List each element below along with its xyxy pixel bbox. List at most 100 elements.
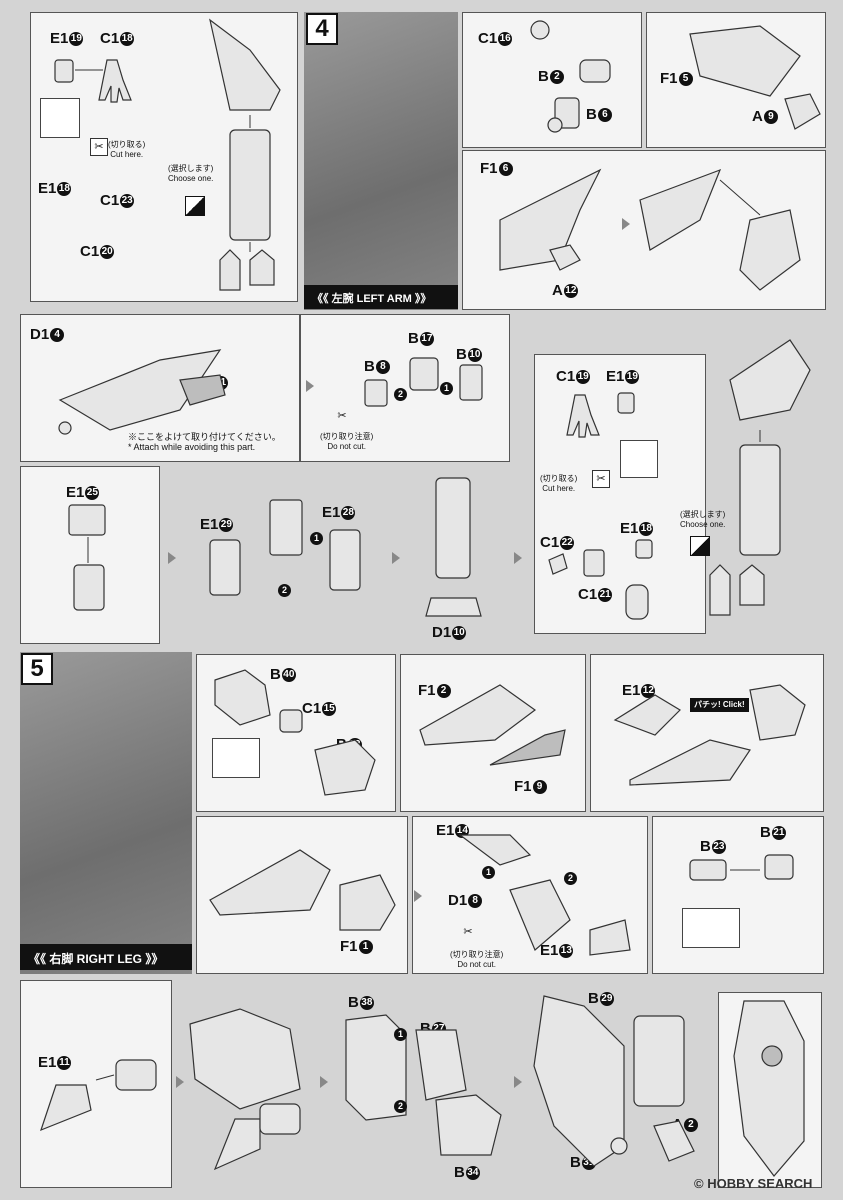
forearm-armor-drawing — [499, 168, 801, 291]
step-arrow — [306, 380, 314, 392]
sequence-number: 2 — [278, 584, 291, 597]
shoulder-armor-drawing — [58, 349, 226, 435]
upper-arm-assembled-drawing — [425, 477, 482, 617]
step-arrow — [176, 1076, 184, 1088]
hand-part-drawing — [54, 59, 132, 103]
step-arrow — [622, 218, 630, 230]
knee-parts-drawing — [214, 669, 376, 796]
cut-note: (切り取る)Cut here. — [540, 474, 578, 493]
sequence-number: 2 — [564, 872, 577, 885]
hand-part-drawing — [548, 539, 653, 620]
attach-note: ※ここをよけて取り付けてください。* Attach while avoiding… — [128, 432, 281, 452]
foot-assembly-drawing — [189, 1008, 301, 1171]
step-arrow — [514, 552, 522, 564]
arm-assembly-drawing — [209, 18, 281, 291]
scissors-icon: ✂ — [337, 410, 347, 422]
elbow-parts-drawing — [364, 357, 483, 407]
panel-ankle — [652, 816, 824, 974]
lower-leg-armor-drawing — [458, 834, 631, 956]
leg-final-drawing — [733, 1000, 805, 1177]
detail-box — [620, 440, 658, 478]
armor-drawing — [689, 25, 821, 130]
right-leg-banner: 《《 右脚 RIGHT LEG 》》 — [28, 952, 164, 966]
leg-frame-drawing — [533, 995, 695, 1167]
detail-box — [40, 98, 80, 138]
sequence-number: 2 — [394, 388, 407, 401]
detail-box — [212, 738, 260, 778]
step-arrow — [392, 552, 400, 564]
left-arm-banner: 《《 左腕 LEFT ARM 》》 — [312, 293, 432, 305]
sequence-number: 1 — [394, 1028, 407, 1041]
sequence-number: 1 — [440, 382, 453, 395]
right-leg-photo — [20, 652, 192, 974]
choose-note: (選択します)Choose one. — [680, 510, 726, 529]
leg-armor-drawing — [419, 684, 566, 766]
upper-arm-drawing — [68, 504, 106, 611]
step-arrow — [320, 1076, 328, 1088]
choose-icon — [185, 196, 205, 216]
step-number-5: 5 — [21, 653, 53, 685]
click-note: パチッ! Click! — [690, 698, 749, 712]
nocut-note: (切り取り注意)Do not cut. — [320, 432, 374, 451]
sequence-number: 1 — [310, 532, 323, 545]
banner-bg — [20, 944, 192, 970]
joint-parts-drawing — [530, 20, 611, 133]
nocut-note: (切り取り注意)Do not cut. — [450, 950, 504, 969]
upper-arm-halves-drawing — [209, 499, 361, 596]
choose-icon — [690, 536, 710, 556]
ankle-parts-drawing — [689, 854, 794, 881]
hobby-search-logo: © HOBBY SEARCH — [694, 1176, 813, 1191]
sequence-number: 2 — [394, 1100, 407, 1113]
hand-part-drawing — [566, 392, 635, 438]
foot-frame-drawing — [345, 1014, 502, 1156]
leg-armor-click-drawing — [613, 684, 806, 786]
lower-leg-drawing — [209, 849, 396, 931]
arm-assembly-drawing — [709, 339, 811, 616]
banner-bg — [304, 285, 458, 309]
cut-note: (切り取る)Cut here. — [108, 140, 146, 159]
step-arrow — [168, 552, 176, 564]
scissors-icon: ✂ — [463, 926, 473, 938]
choose-note: (選択します)Choose one. — [168, 164, 214, 183]
sequence-number: 1 — [482, 866, 495, 879]
step-arrow — [514, 1076, 522, 1088]
detail-box — [682, 908, 740, 948]
